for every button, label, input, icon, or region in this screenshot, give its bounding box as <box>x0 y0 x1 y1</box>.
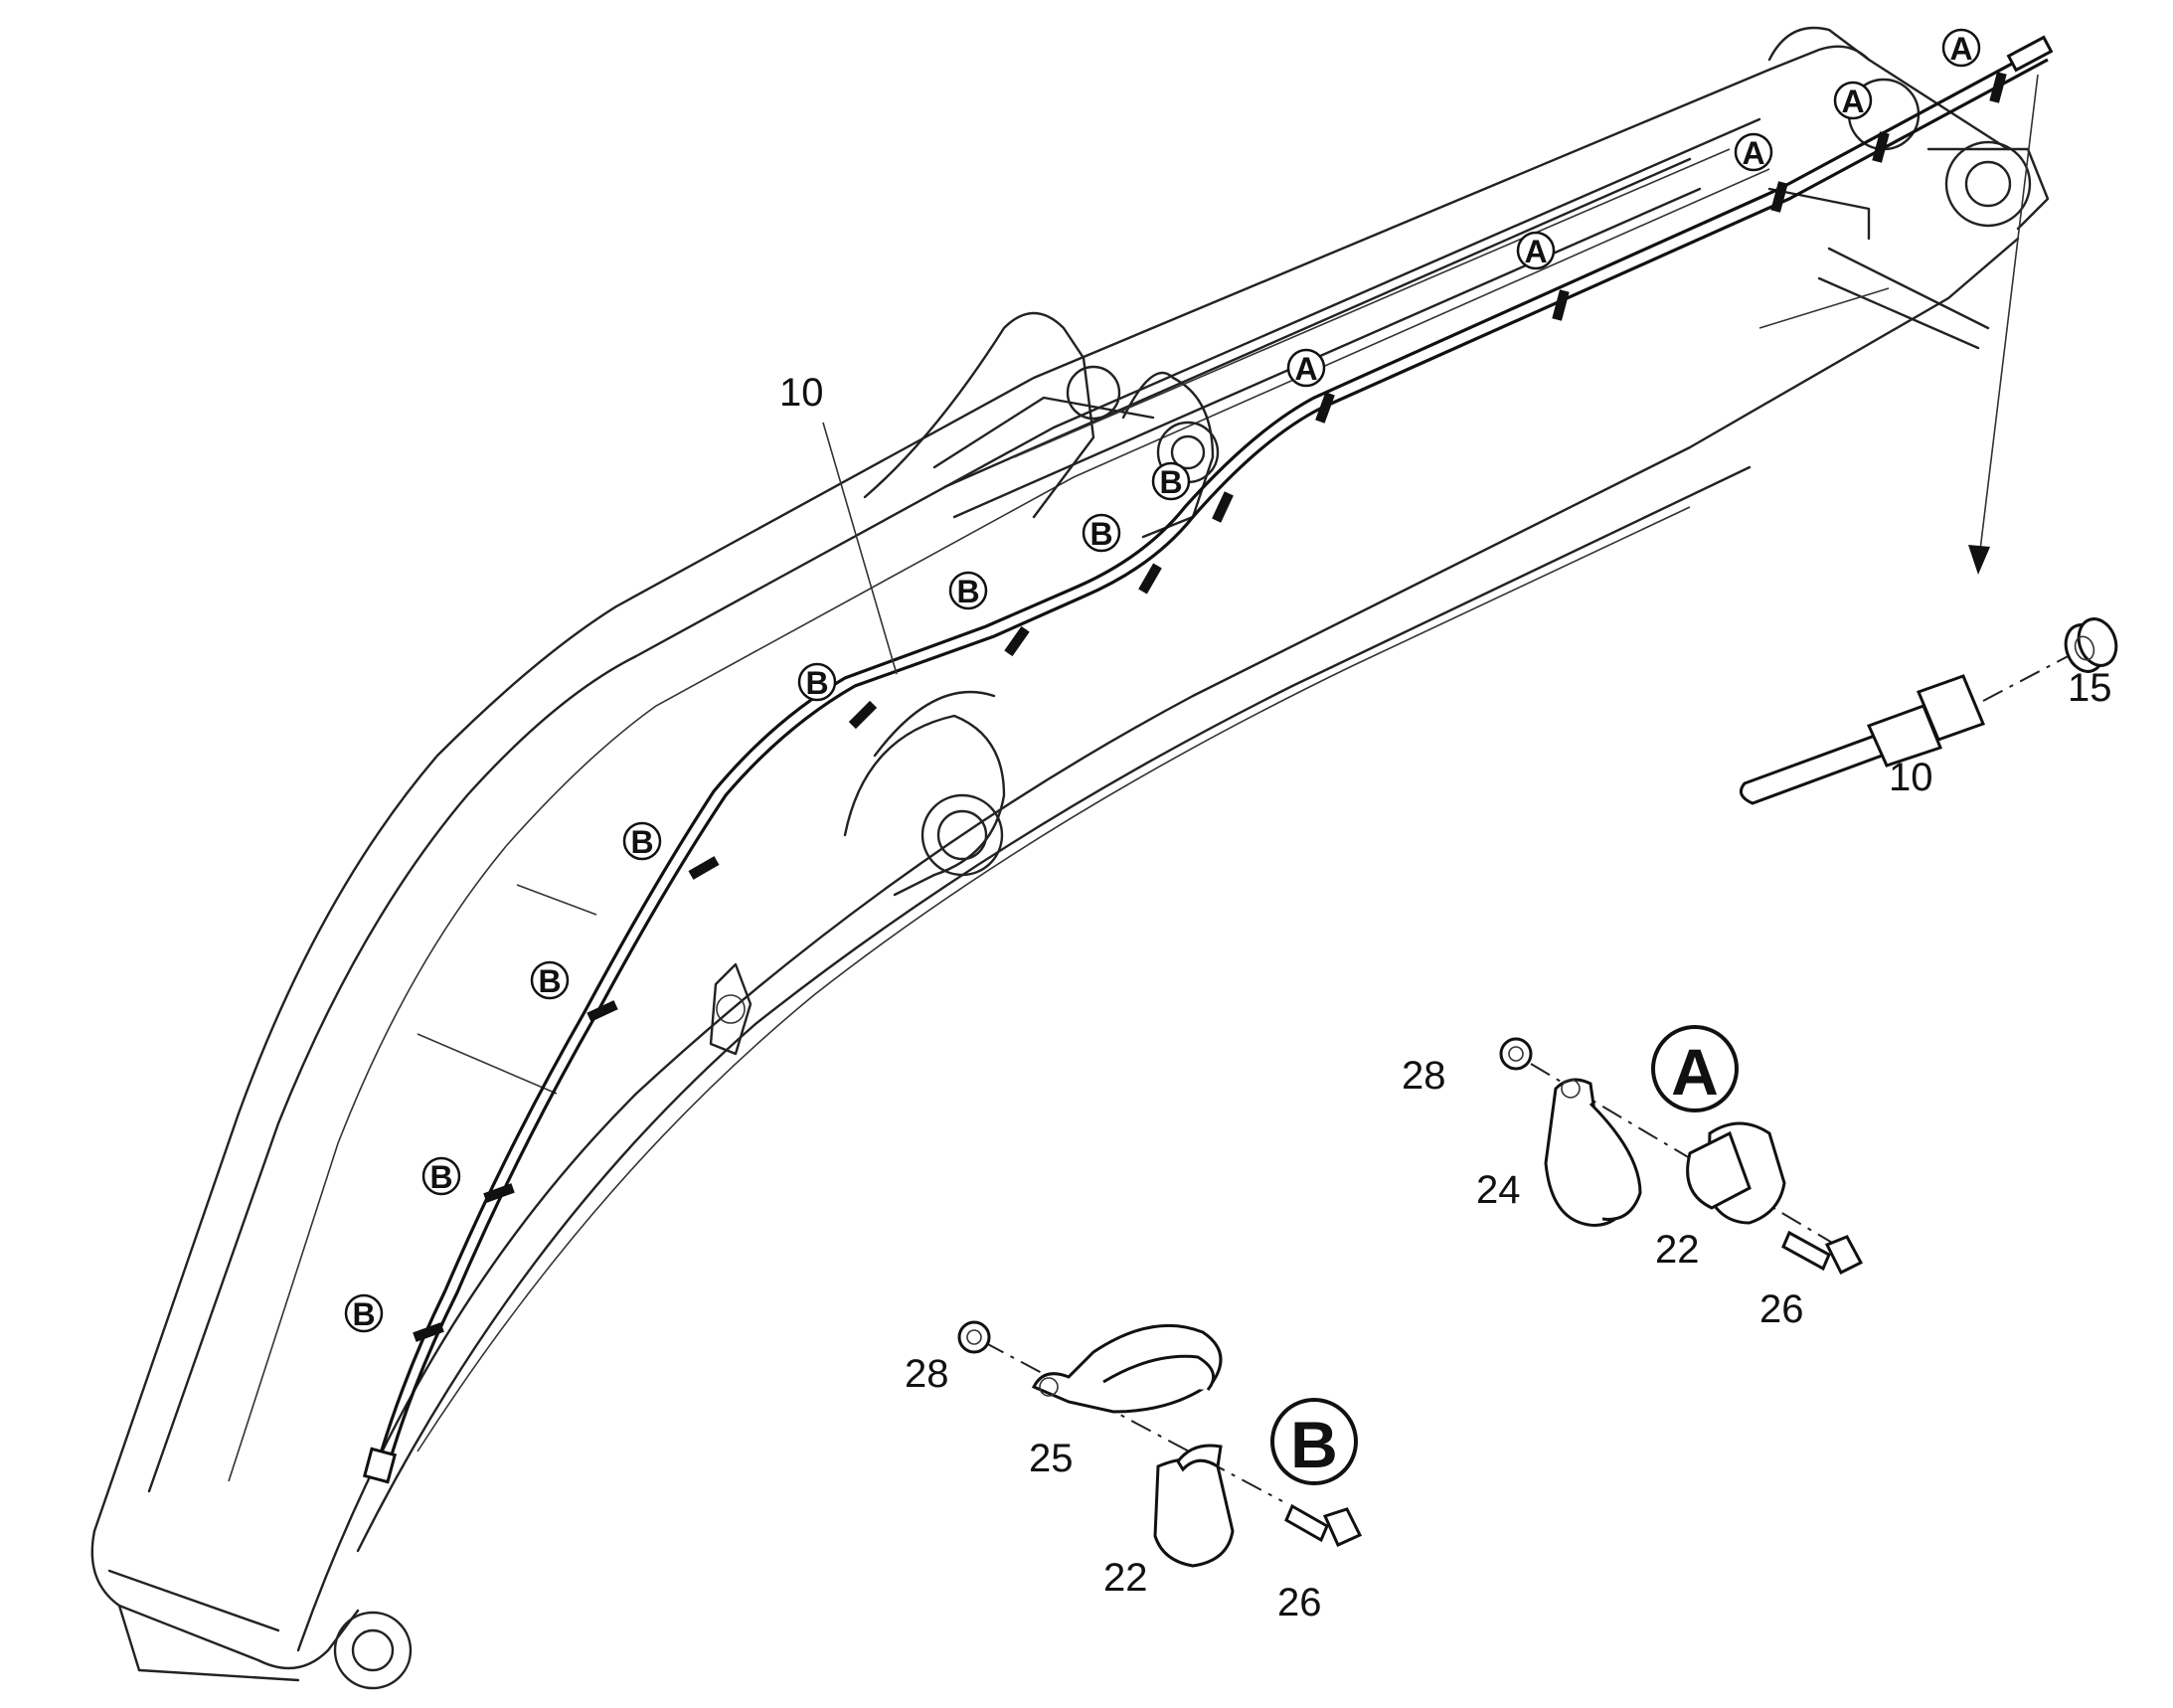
callout-nut-b: 28 <box>905 1352 949 1396</box>
boom-structure <box>90 26 2050 1690</box>
leader-top-arrow <box>1977 74 2039 568</box>
svg-text:B: B <box>1159 464 1182 500</box>
detail-b-assembly <box>957 1320 1363 1568</box>
svg-text:B: B <box>805 665 828 701</box>
svg-text:A: A <box>1671 1035 1719 1109</box>
svg-text:B: B <box>630 824 653 860</box>
nut-a-part <box>1499 1037 1533 1071</box>
svg-text:B: B <box>1290 1408 1338 1481</box>
marker-b-1: B <box>1151 461 1191 501</box>
svg-text:B: B <box>1089 516 1112 552</box>
svg-text:A: A <box>1742 135 1764 171</box>
leader-hose-main <box>822 422 898 675</box>
marker-b-5: B <box>622 821 662 861</box>
bolt-b-part <box>1284 1503 1363 1547</box>
callout-hose-detail: 10 <box>1889 756 1933 799</box>
clamp-a-part <box>1544 1078 1642 1227</box>
marker-a-2: A <box>1833 81 1873 120</box>
marker-b-8: B <box>344 1293 384 1333</box>
svg-text:B: B <box>956 574 979 609</box>
marker-a-4: A <box>1516 231 1556 270</box>
detail-b-label: B <box>1270 1398 1358 1485</box>
marker-b-4: B <box>797 662 837 702</box>
svg-text:A: A <box>1524 234 1547 269</box>
nut-b-part <box>957 1320 991 1354</box>
callout-fitting: 15 <box>2068 666 2112 710</box>
arrow-head <box>1968 545 1990 575</box>
marker-b-2: B <box>1082 513 1121 553</box>
callout-hose-main: 10 <box>779 371 824 415</box>
callout-bolt-b: 26 <box>1277 1581 1322 1624</box>
callout-bolt-a: 26 <box>1759 1287 1804 1331</box>
spacer-a-part <box>1686 1121 1786 1225</box>
marker-b-6: B <box>530 960 570 1000</box>
callout-nut-a: 28 <box>1402 1054 1446 1098</box>
marker-b-7: B <box>421 1156 461 1196</box>
hose-end-detail <box>1739 617 2118 805</box>
callout-spacer-b: 22 <box>1103 1556 1148 1600</box>
detail-a-assembly <box>1499 1037 1864 1276</box>
svg-text:B: B <box>538 963 561 999</box>
hose-routing <box>362 35 2054 1484</box>
clamp-b-part <box>1031 1323 1223 1414</box>
marker-b-3: B <box>948 571 988 610</box>
callout-clamp-b: 25 <box>1029 1437 1074 1480</box>
fitting-part <box>2064 617 2118 673</box>
bolt-a-part <box>1781 1230 1864 1276</box>
spacer-b-part <box>1153 1444 1235 1568</box>
marker-a-3: A <box>1734 132 1773 172</box>
svg-text:A: A <box>1841 84 1864 119</box>
callout-clamp-a: 24 <box>1476 1168 1521 1212</box>
svg-text:B: B <box>352 1296 375 1332</box>
marker-a-1: A <box>1941 28 1981 68</box>
svg-text:A: A <box>1294 351 1317 387</box>
svg-text:B: B <box>429 1159 452 1195</box>
callout-spacer-a: 22 <box>1655 1228 1700 1272</box>
marker-a-5: A <box>1286 348 1326 388</box>
svg-text:A: A <box>1949 31 1972 67</box>
detail-a-label: A <box>1651 1025 1739 1112</box>
